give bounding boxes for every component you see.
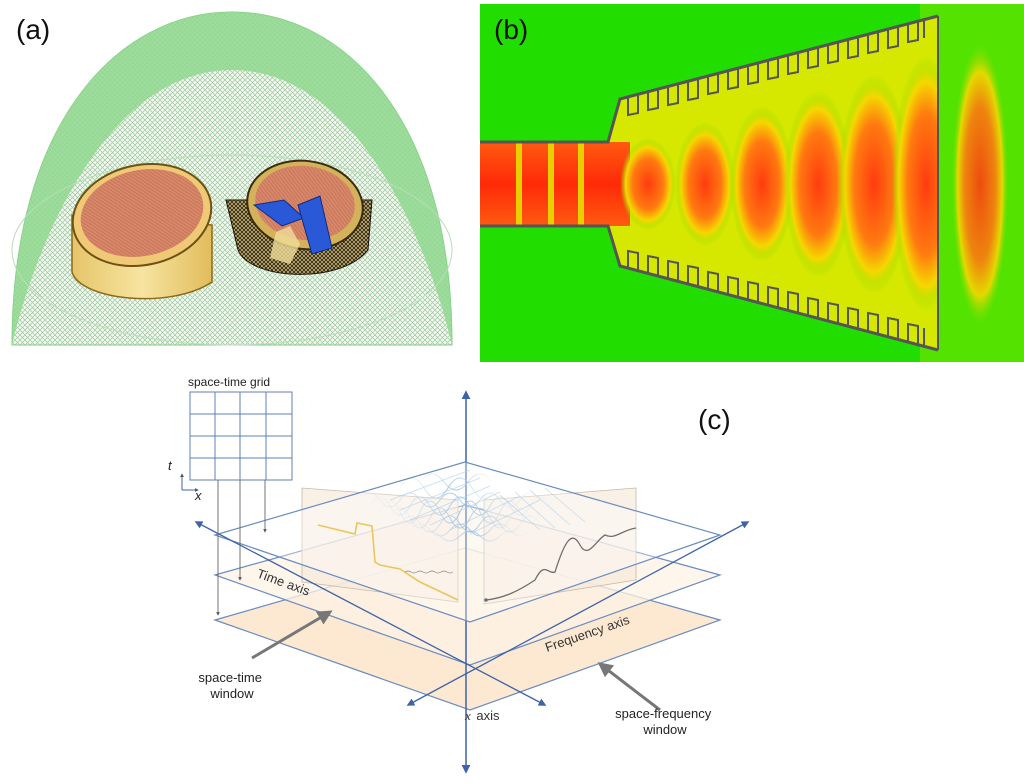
dark-cylinder — [225, 159, 373, 275]
horn-outline — [480, 14, 939, 352]
projection-lines — [216, 480, 267, 616]
x-axis-label: x axis — [464, 708, 500, 723]
space-time-window-label: space-time window — [198, 670, 265, 701]
wave-dense-lines — [389, 469, 586, 535]
panel-a-cavity-model — [11, 11, 453, 346]
space-time-window-line1: space-time — [198, 670, 262, 685]
x-axis-word: axis — [476, 708, 500, 723]
panel-c-label: (c) — [698, 404, 731, 435]
yellow-cylinder — [71, 162, 213, 300]
space-time-window-line2: window — [209, 686, 254, 701]
panel-b-label: (b) — [494, 14, 529, 45]
space-time-grid — [189, 391, 293, 481]
panel-c-space-time-diagram: space-time grid t x Time axis Frequency … — [168, 375, 750, 774]
grid-title: space-time grid — [188, 375, 270, 389]
space-frequency-window-line1: space-frequency — [615, 706, 712, 721]
grid-x-label: x — [194, 488, 202, 503]
space-frequency-window-arrow — [597, 662, 661, 712]
x-axis-variable: x — [464, 708, 471, 723]
space-time-window-arrow — [251, 610, 333, 660]
space-frequency-window-label: space-frequency window — [615, 706, 715, 737]
mesh-dome — [11, 11, 453, 346]
right-diagonal-axis — [406, 521, 750, 706]
panel-b-horn-field-plot — [480, 4, 1024, 362]
grid-t-label: t — [168, 458, 173, 473]
horn-corrugations — [627, 20, 925, 346]
panel-a-label: (a) — [16, 14, 51, 45]
space-frequency-window-line2: window — [642, 722, 687, 737]
